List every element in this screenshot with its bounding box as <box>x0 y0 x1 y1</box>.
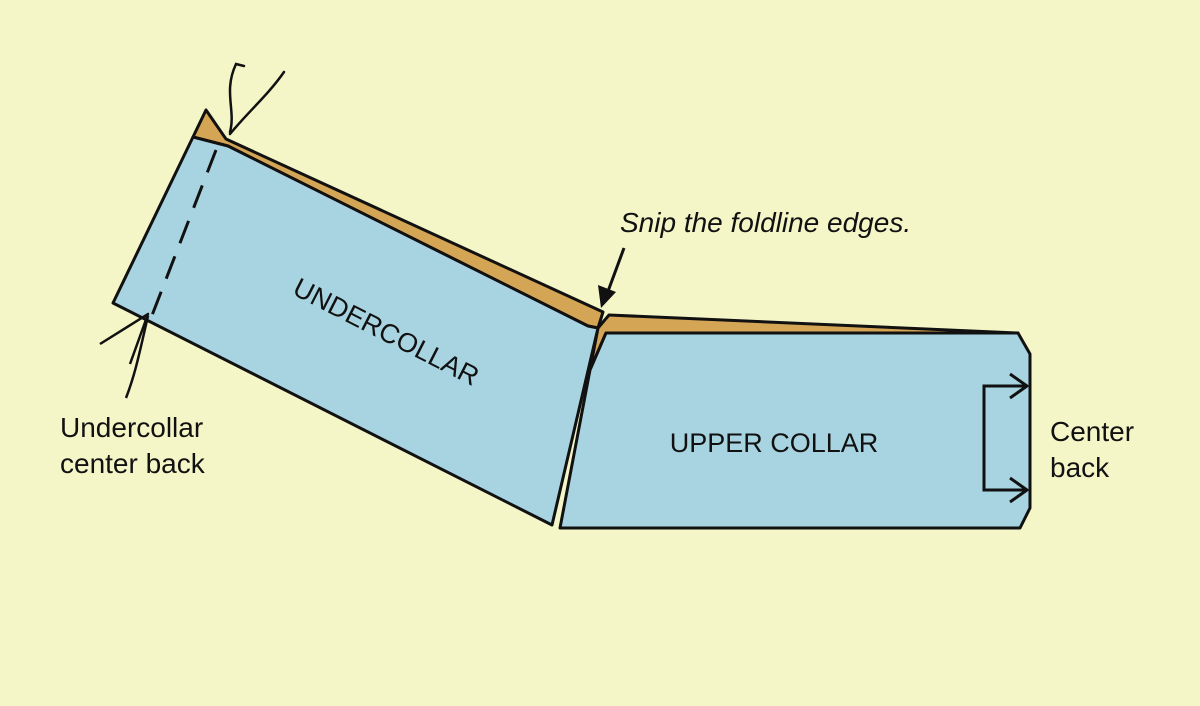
thread-tail-right <box>228 70 286 136</box>
undercollar-center-back-dashed-line <box>149 149 218 319</box>
upper-collar-label: UPPER COLLAR <box>670 428 879 458</box>
center-back-arrow-head-top <box>1009 372 1029 400</box>
center-back-arrow-head-bottom <box>1009 476 1029 504</box>
undercollar-center-back-label-line1: Undercollar <box>60 412 203 443</box>
undercollar-center-back-pointer-head <box>99 312 150 365</box>
snip-arrow-line <box>605 247 626 295</box>
snip-arrow-head <box>598 285 616 308</box>
undercollar-piece <box>111 135 600 527</box>
center-back-bracket <box>982 384 1025 492</box>
upper-collar-piece <box>558 331 1032 530</box>
center-back-label-line1: Center <box>1050 416 1134 447</box>
undercollar-center-back-pointer <box>124 315 150 399</box>
thread-tail-left <box>228 62 246 134</box>
center-back-label-line2: back <box>1050 452 1110 483</box>
undercollar-center-back-label-line2: center back <box>60 448 206 479</box>
snip-note: Snip the foldline edges. <box>620 207 911 238</box>
